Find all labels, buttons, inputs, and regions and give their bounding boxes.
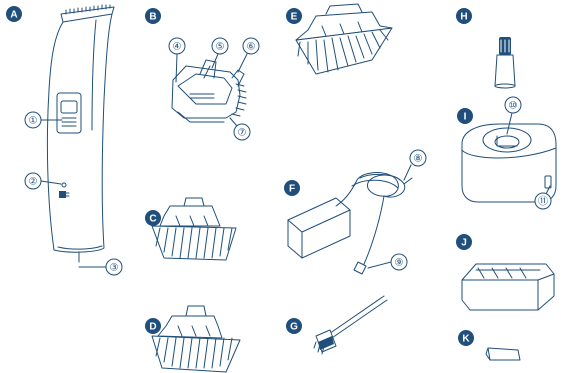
badge-K-label: K (462, 334, 470, 345)
callout-4-label: ④ (173, 42, 182, 53)
callout-2: ② (25, 173, 41, 189)
blade-cover-illustration (486, 348, 520, 360)
callout-4: ④ (169, 38, 185, 54)
badge-K: K (458, 330, 474, 346)
badge-C-label: C (149, 214, 156, 225)
storage-case-illustration (462, 264, 554, 310)
oil-bottle-illustration (495, 37, 515, 88)
badge-A-label: A (10, 10, 17, 21)
callout-2-label: ② (29, 177, 38, 188)
badge-A: A (6, 6, 22, 22)
callout-5-label: ⑤ (216, 42, 225, 53)
badge-C: C (145, 210, 161, 226)
callout-6: ⑥ (243, 38, 259, 54)
callout-10: ⑩ (505, 97, 521, 113)
callout-9: ⑨ (391, 254, 407, 270)
callout-6-label: ⑥ (247, 42, 256, 53)
badge-F-label: F (289, 184, 295, 195)
badge-J: J (456, 234, 472, 250)
callout-7-label: ⑦ (238, 128, 247, 139)
charging-stand-illustration (462, 124, 556, 202)
badge-H: H (456, 8, 472, 24)
badge-E: E (286, 8, 302, 24)
badge-E-label: E (291, 12, 298, 23)
callout-7: ⑦ (234, 124, 250, 140)
callout-8: ⑧ (410, 150, 426, 166)
callout-5: ⑤ (212, 38, 228, 54)
badge-G-label: G (290, 322, 298, 333)
comb-small-illustration (152, 198, 236, 260)
badge-B-label: B (149, 12, 156, 23)
callout-11: ⑪ (535, 193, 551, 209)
callout-3: ③ (106, 259, 122, 275)
callout-9-label: ⑨ (395, 258, 404, 269)
badge-D-label: D (149, 322, 156, 333)
badge-I-label: I (464, 112, 467, 123)
callout-3-label: ③ (110, 263, 119, 274)
callout-11-label: ⑪ (538, 196, 548, 208)
callout-1: ① (25, 112, 41, 128)
badge-G: G (286, 318, 302, 334)
badge-F: F (284, 180, 300, 196)
badge-B: B (145, 8, 161, 24)
badge-H-label: H (460, 12, 467, 23)
badge-D: D (145, 318, 161, 334)
callout-10-label: ⑩ (509, 101, 518, 112)
badge-I: I (457, 108, 473, 124)
comb-large-illustration (296, 4, 392, 74)
blade-assembly-illustration (172, 60, 246, 122)
badge-J-label: J (461, 238, 467, 249)
clipper-body-illustration (47, 5, 114, 252)
comb-medium-illustration (152, 306, 240, 372)
cleaning-brush-illustration (314, 296, 387, 354)
callout-8-label: ⑧ (414, 154, 423, 165)
callout-1-label: ① (29, 116, 38, 127)
